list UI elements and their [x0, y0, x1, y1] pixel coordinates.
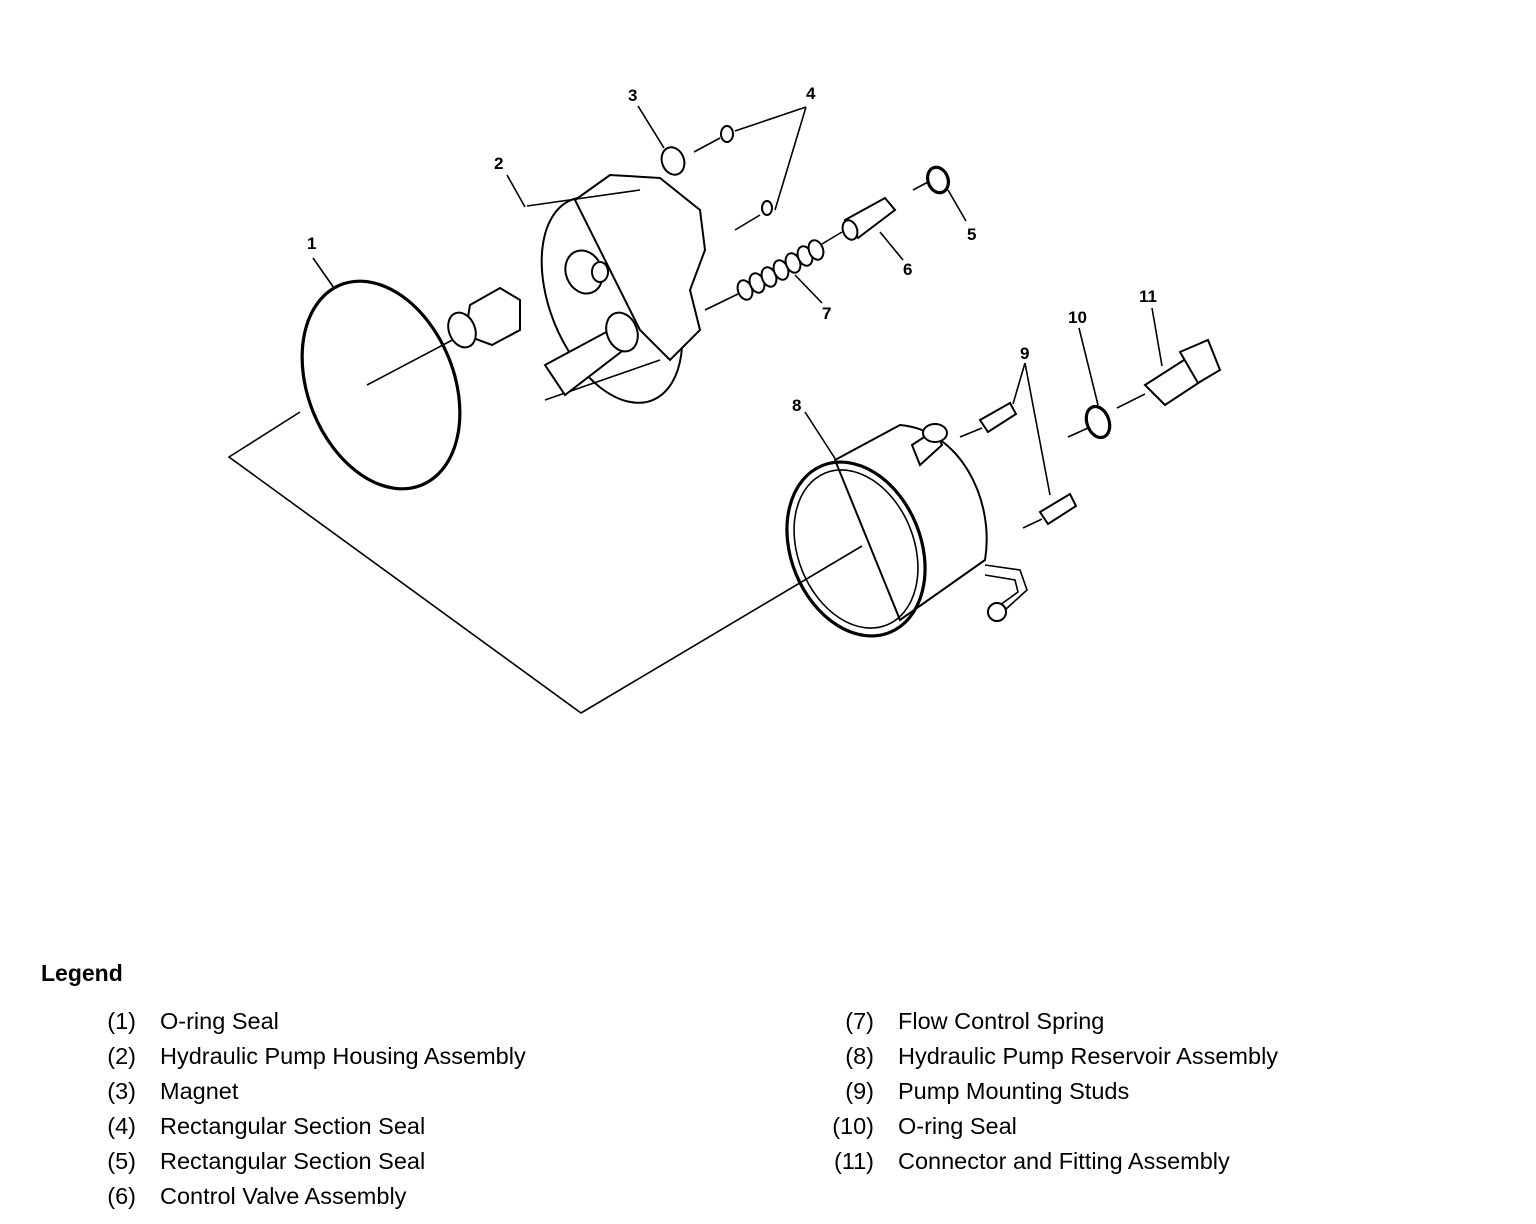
assembly-outline — [227, 411, 863, 714]
magnet-part — [637, 105, 686, 176]
exploded-view-diagram: 1 2 3 4 5 6 7 8 9 10 11 — [227, 84, 1222, 714]
legend-item-text: O-ring Seal — [160, 1008, 279, 1034]
callout-1: 1 — [307, 234, 316, 253]
legend-item-number: (8) — [845, 1043, 874, 1069]
legend-item-text: Flow Control Spring — [898, 1008, 1105, 1034]
legend-item-number: (3) — [107, 1078, 136, 1104]
legend-item-text: Pump Mounting Studs — [898, 1078, 1130, 1104]
legend-item-text: Rectangular Section Seal — [160, 1148, 426, 1174]
callout-11: 11 — [1139, 287, 1157, 306]
legend-item-text: Magnet — [160, 1078, 239, 1104]
legend-item-text: Connector and Fitting Assembly — [898, 1148, 1230, 1174]
legend-item-number: (4) — [107, 1113, 136, 1139]
o-ring-seal-10-part — [1067, 327, 1112, 440]
callout-2: 2 — [494, 154, 503, 173]
legend-title: Legend — [41, 960, 123, 986]
callout-10: 10 — [1068, 308, 1087, 327]
legend-item-text: Hydraulic Pump Housing Assembly — [160, 1043, 526, 1069]
legend-item-number: (5) — [107, 1148, 136, 1174]
flow-control-spring-part — [704, 239, 825, 311]
callout-4: 4 — [806, 84, 816, 103]
pump-reservoir-part — [785, 411, 1028, 638]
callout-5: 5 — [967, 225, 976, 244]
legend-item-text: Rectangular Section Seal — [160, 1113, 426, 1139]
callout-6: 6 — [903, 260, 912, 279]
legend-item-number: (6) — [107, 1183, 136, 1209]
pump-housing-part — [447, 173, 707, 404]
o-ring-seal-part — [300, 257, 462, 491]
legend: Legend (1) O-ring Seal (2) Hydraulic Pum… — [0, 950, 1536, 1224]
legend-item-number: (9) — [845, 1078, 874, 1104]
legend-item-text: Hydraulic Pump Reservoir Assembly — [898, 1043, 1279, 1069]
legend-item-number: (1) — [107, 1008, 136, 1034]
legend-item-number: (10) — [832, 1113, 874, 1139]
callout-3: 3 — [628, 86, 637, 105]
legend-item-number: (11) — [833, 1148, 874, 1174]
connector-fitting-part — [1116, 307, 1222, 409]
legend-item-text: O-ring Seal — [898, 1113, 1017, 1139]
legend-item-number: (2) — [107, 1043, 136, 1069]
callout-8: 8 — [792, 396, 801, 415]
legend-item-number: (7) — [845, 1008, 874, 1034]
control-valve-part — [821, 196, 904, 261]
rectangular-section-seal-5-part — [912, 165, 967, 222]
rectangular-section-seal-4-part — [693, 106, 807, 231]
callout-7: 7 — [822, 304, 831, 323]
pump-mounting-studs-part — [959, 362, 1078, 529]
callout-9: 9 — [1020, 344, 1029, 363]
legend-item-text: Control Valve Assembly — [160, 1183, 407, 1209]
